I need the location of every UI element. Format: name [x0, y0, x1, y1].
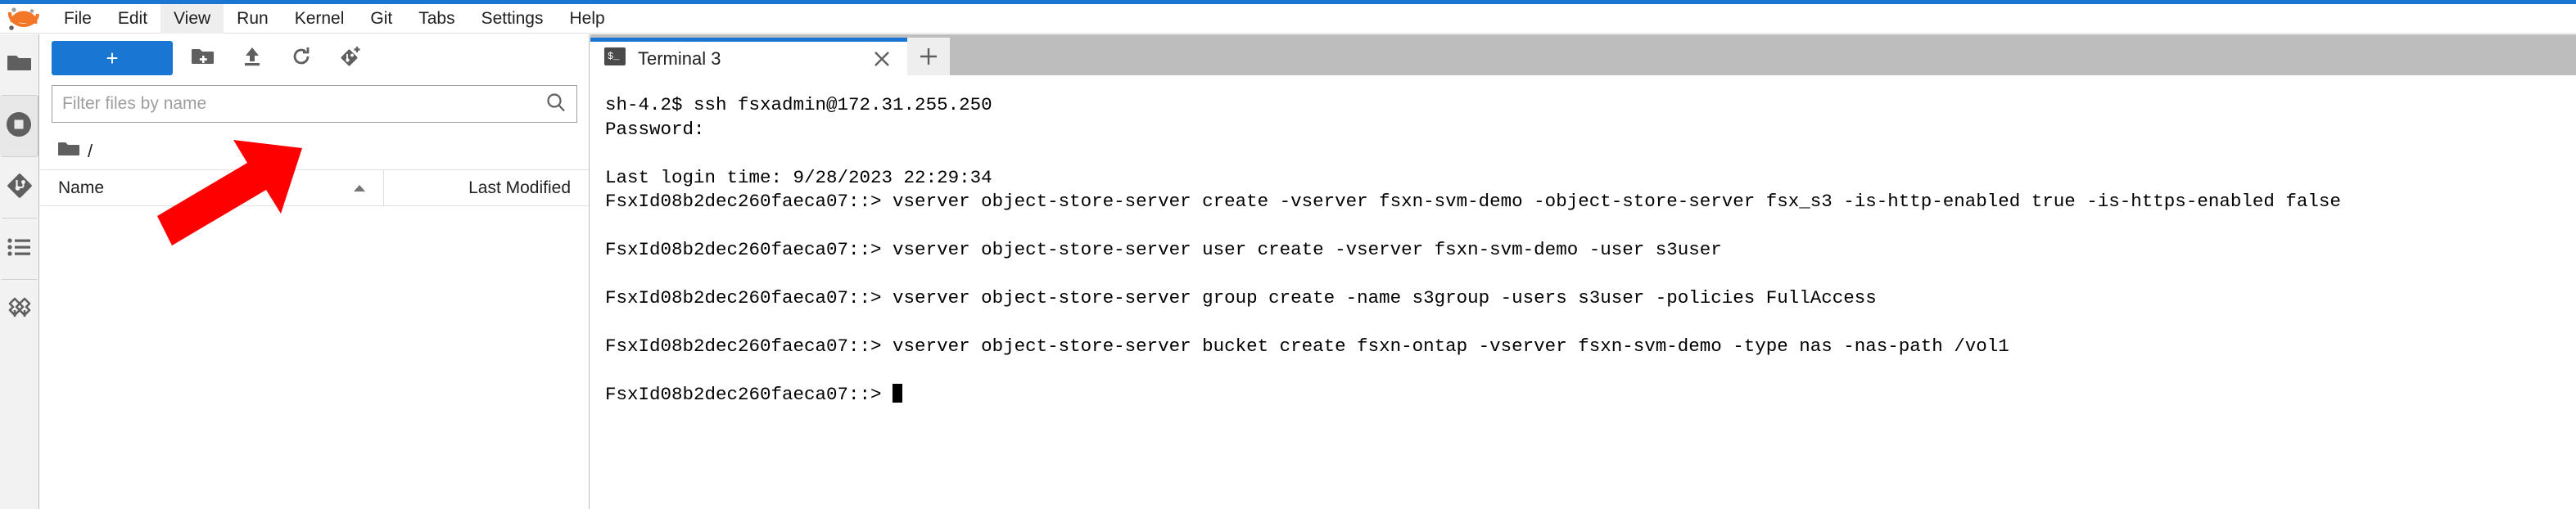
column-header-name[interactable]: Name: [40, 170, 384, 205]
menu-item-kernel[interactable]: Kernel: [282, 4, 358, 34]
menu-item-label: Run: [237, 8, 269, 28]
sidebar-item-running-terminals[interactable]: [0, 96, 39, 156]
menu-item-label: Settings: [481, 8, 544, 28]
sidebar-item-git-panel[interactable]: [0, 157, 39, 218]
terminal-line: sh-4.2$ ssh fsxadmin@172.31.255.250: [605, 94, 992, 115]
terminal-line: [605, 359, 2576, 384]
plus-icon: [920, 48, 937, 65]
menu-item-label: File: [64, 8, 92, 28]
menu-item-edit[interactable]: Edit: [105, 4, 160, 34]
sidebar-item-file-browser[interactable]: [0, 34, 39, 95]
menu-item-help[interactable]: Help: [557, 4, 618, 34]
column-header-label: Last Modified: [468, 178, 571, 197]
menu-item-settings[interactable]: Settings: [468, 4, 557, 34]
top-accent-bar: [0, 0, 2576, 4]
close-icon[interactable]: [870, 47, 894, 71]
menu-item-label: Tabs: [418, 8, 455, 28]
file-browser-panel: +: [40, 34, 590, 509]
terminal-output: sh-4.2$ ssh fsxadmin@172.31.255.250 Pass…: [590, 75, 2576, 408]
terminal-line: Last login time: 9/28/2023 22:29:34: [605, 166, 992, 188]
terminal-line: [605, 142, 2576, 166]
terminal-prompt-line: FsxId08b2dec260faeca07::>: [605, 383, 2576, 408]
upload-icon: [242, 46, 263, 71]
menu-items: File Edit View Run Kernel Git Tabs Setti…: [51, 3, 618, 34]
git-clone-button[interactable]: [332, 41, 369, 75]
terminal-line: Password:: [605, 118, 705, 140]
extension-puzzle-icon: [6, 295, 34, 327]
file-filter-wrapper: [40, 82, 589, 133]
file-list-header: Name Last Modified: [40, 170, 589, 206]
folder-icon: [58, 141, 79, 162]
terminal-icon: $_: [603, 45, 626, 72]
new-tab-button[interactable]: [907, 38, 950, 75]
jupyter-logo-icon: [5, 5, 43, 33]
menu-item-view[interactable]: View: [160, 3, 224, 34]
refresh-file-list-button[interactable]: [282, 41, 320, 75]
terminal-line: FsxId08b2dec260faeca07::> vserver object…: [605, 191, 2341, 212]
new-folder-icon: [192, 47, 215, 70]
breadcrumb[interactable]: /: [40, 133, 589, 170]
upload-files-button[interactable]: [233, 41, 271, 75]
column-header-last-modified[interactable]: Last Modified: [384, 170, 589, 205]
svg-text:$_: $_: [608, 51, 620, 62]
terminal-line: [605, 263, 2576, 287]
sidebar-item-toc-panel[interactable]: [0, 218, 39, 279]
new-launcher-button[interactable]: +: [52, 41, 173, 75]
refresh-icon: [291, 46, 312, 71]
rail-divider: [2, 95, 37, 96]
menu-item-label: Kernel: [294, 8, 345, 28]
menu-item-git[interactable]: Git: [357, 4, 405, 34]
folder-icon: [7, 53, 32, 77]
terminal-line: FsxId08b2dec260faeca07::> vserver object…: [605, 239, 1722, 260]
menu-item-run[interactable]: Run: [224, 4, 282, 34]
table-of-contents-icon: [7, 237, 32, 261]
sort-ascending-icon: [354, 184, 365, 191]
file-filter-box[interactable]: [52, 85, 577, 123]
column-header-label: Name: [58, 178, 105, 197]
menu-item-tabs[interactable]: Tabs: [405, 4, 468, 34]
sidebar-item-extension-manager[interactable]: [0, 280, 39, 340]
terminal-line: [605, 214, 2576, 239]
rail-divider: [2, 156, 37, 157]
menu-item-file[interactable]: File: [51, 4, 105, 34]
git-clone-icon: [339, 45, 362, 72]
terminal-panel[interactable]: sh-4.2$ ssh fsxadmin@172.31.255.250 Pass…: [590, 75, 2576, 509]
running-kernels-icon: [6, 111, 32, 142]
new-folder-button[interactable]: [184, 41, 222, 75]
terminal-line: [605, 311, 2576, 336]
file-browser-toolbar: +: [40, 34, 589, 82]
menu-bar: File Edit View Run Kernel Git Tabs Setti…: [0, 3, 2576, 34]
git-icon: [7, 173, 33, 203]
tab-bar: $_ Terminal 3: [590, 34, 2576, 75]
main-dock-area: $_ Terminal 3 sh-4.: [590, 34, 2576, 509]
rail-divider: [2, 279, 37, 280]
menu-item-label: View: [174, 8, 211, 28]
terminal-cursor: [893, 384, 903, 403]
file-list[interactable]: [40, 206, 589, 509]
terminal-line: FsxId08b2dec260faeca07::> vserver object…: [605, 336, 2009, 357]
terminal-prompt: FsxId08b2dec260faeca07::>: [605, 384, 882, 405]
breadcrumb-path[interactable]: /: [88, 140, 93, 161]
menu-item-label: Help: [569, 8, 605, 28]
search-input[interactable]: [62, 94, 545, 114]
plus-icon: +: [106, 46, 119, 70]
search-icon: [545, 92, 567, 117]
menu-item-label: Edit: [117, 8, 148, 28]
terminal-line: FsxId08b2dec260faeca07::> vserver object…: [605, 287, 1877, 309]
tab-terminal-3[interactable]: $_ Terminal 3: [590, 38, 907, 75]
sidebar-icon-rail: [0, 34, 39, 509]
tab-label: Terminal 3: [638, 47, 721, 69]
menu-item-label: Git: [370, 8, 393, 28]
